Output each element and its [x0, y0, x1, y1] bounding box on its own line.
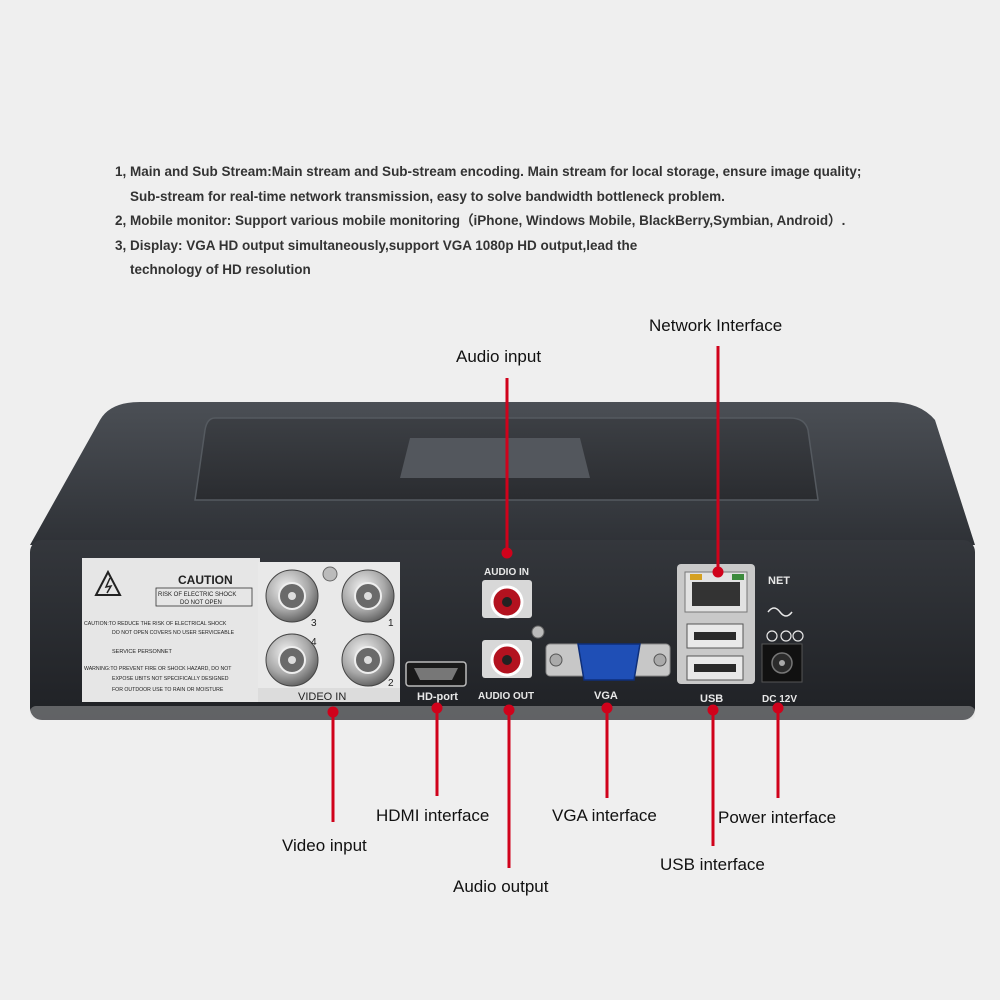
audio-out-jack: AUDIO OUT — [478, 625, 545, 702]
caution-text-3: SERVICE PERSONNET — [112, 649, 172, 655]
callout-network-interface: Network Interface — [649, 316, 783, 335]
polarity-symbols-icon — [766, 630, 804, 642]
caution-sticker: CAUTION RISK OF ELECTRIC SHOCK DO NOT OP… — [82, 558, 260, 702]
usb-port-2 — [686, 655, 744, 681]
caution-text-1: CAUTION:TO REDUCE THE RISK OF ELECTRICAL… — [84, 621, 227, 627]
audio-in-jack: AUDIO IN — [482, 567, 532, 619]
video-in-block: 3 1 4 2 VIDEO IN — [258, 562, 400, 703]
dc-power-jack — [761, 643, 803, 683]
vga-label: VGA — [594, 690, 618, 702]
callout-vga-interface: VGA interface — [552, 806, 657, 825]
channel-4-label: 4 — [311, 637, 317, 648]
power-polarity-icon — [767, 607, 793, 617]
ground-screw — [322, 566, 338, 582]
caution-text-6: FOR OUTDOOR USE TO RAIN OR MOISTURE — [112, 687, 224, 693]
audio-out-label: AUDIO OUT — [478, 691, 534, 702]
callout-audio-input: Audio input — [456, 347, 542, 366]
caution-text-2: DO NOT OPEN COVERS NO USER SERVICEABLE — [112, 630, 235, 636]
network-usb-block: USB — [677, 564, 755, 705]
bnc-connector-4 — [265, 633, 319, 687]
bnc-connector-2 — [341, 633, 395, 687]
feature-2-line-1: 2, Mobile monitor: Support various mobil… — [115, 213, 846, 228]
vga-port: VGA — [545, 643, 671, 702]
bnc-connector-1 — [341, 569, 395, 623]
feature-3-line-2: technology of HD resolution — [130, 262, 311, 277]
caution-title: CAUTION — [178, 573, 233, 587]
bnc-connector-3 — [265, 569, 319, 623]
callout-hdmi-interface: HDMI interface — [376, 806, 490, 825]
caution-text-5: EXPOSE UBITS NOT SPECIFICALLY DESIGNED — [112, 676, 229, 682]
callout-usb-interface: USB interface — [660, 855, 765, 874]
net-label: NET — [768, 575, 790, 587]
shock-warning-icon — [94, 569, 122, 596]
usb-label: USB — [700, 693, 723, 705]
feature-3-line-1: 3, Display: VGA HD output simultaneously… — [115, 237, 638, 253]
device-top-plate — [400, 438, 590, 478]
caution-box-line-1: RISK OF ELECTRIC SHOCK — [158, 592, 236, 598]
feature-1-line-2: Sub-stream for real-time network transmi… — [130, 188, 725, 204]
usb-port-1 — [686, 623, 744, 649]
audio-in-label: AUDIO IN — [484, 567, 529, 578]
hdmi-port: HD-port — [405, 661, 467, 703]
callout-audio-output: Audio output — [453, 877, 549, 896]
dc-label: DC 12V — [762, 694, 797, 705]
video-in-label: VIDEO IN — [298, 691, 346, 703]
callout-video-input: Video input — [282, 836, 367, 855]
channel-2-label: 2 — [388, 678, 394, 689]
screw-icon — [531, 625, 545, 639]
feature-1-line-1: 1, Main and Sub Stream:Main stream and S… — [115, 164, 862, 179]
callout-lines — [327, 346, 784, 868]
caution-box-line-2: DO NOT OPEN — [180, 600, 222, 606]
feature-list: 1, Main and Sub Stream:Main stream and S… — [115, 160, 915, 283]
caution-text-4: WARNING:TO PREVENT FIRE OR SHOCK HAZARD,… — [84, 666, 232, 672]
hd-port-label: HD-port — [417, 691, 458, 703]
channel-1-label: 1 — [388, 618, 394, 629]
callout-power-interface: Power interface — [718, 808, 837, 827]
rj45-port — [684, 571, 748, 613]
channel-3-label: 3 — [311, 618, 317, 629]
